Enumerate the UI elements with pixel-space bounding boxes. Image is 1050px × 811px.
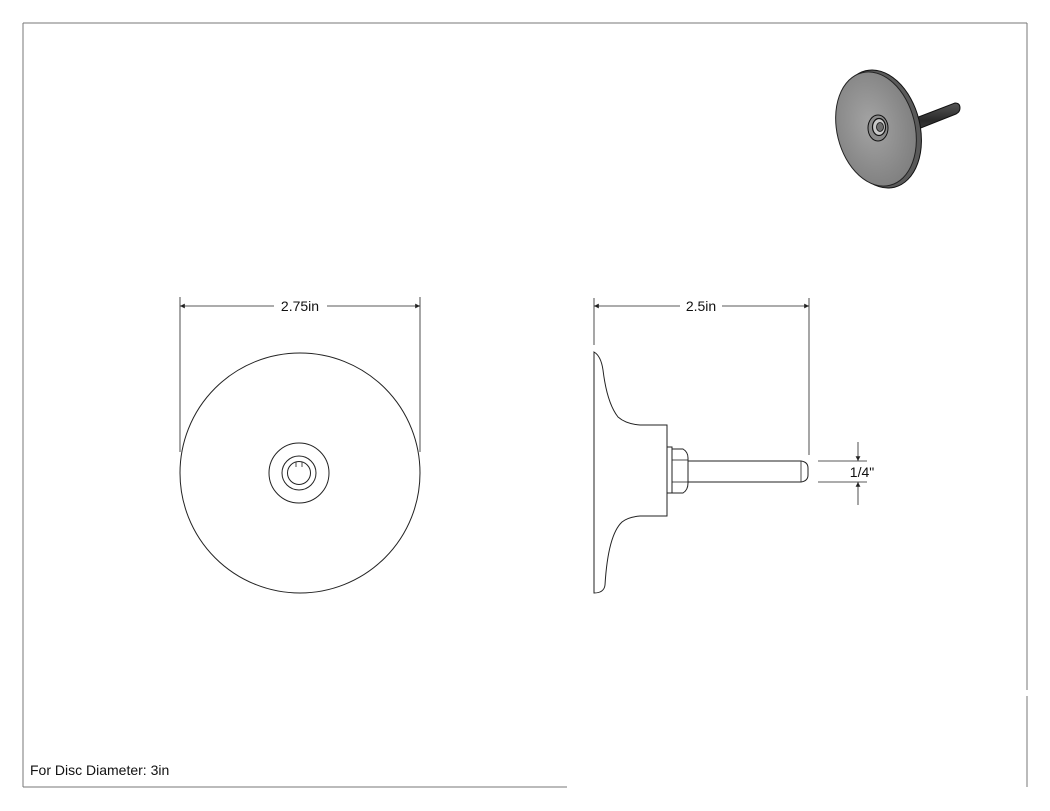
hub-washer [666, 446, 673, 494]
iso-hub-hole [876, 122, 884, 132]
shank-diameter-label: 1/4" [850, 464, 874, 480]
front-diameter-label: 2.75in [281, 298, 319, 314]
front-view: 2.75in [179, 297, 421, 594]
shank [687, 460, 809, 483]
arbor-hole [287, 461, 311, 485]
side-length-dimension [593, 298, 810, 455]
side-length-label: 2.5in [686, 298, 716, 314]
disc-diameter-note: For Disc Diameter: 3in [30, 762, 169, 778]
front-diameter-dimension [179, 297, 421, 452]
arbor-slot [295, 461, 303, 467]
isometric-preview [835, 69, 961, 189]
disc-profile [593, 351, 668, 594]
sheet-border [22, 22, 1028, 788]
shank-diameter-dimension [818, 442, 867, 505]
hub-nut-profile [671, 448, 689, 494]
side-view: 2.5in 1/4" [593, 298, 874, 594]
